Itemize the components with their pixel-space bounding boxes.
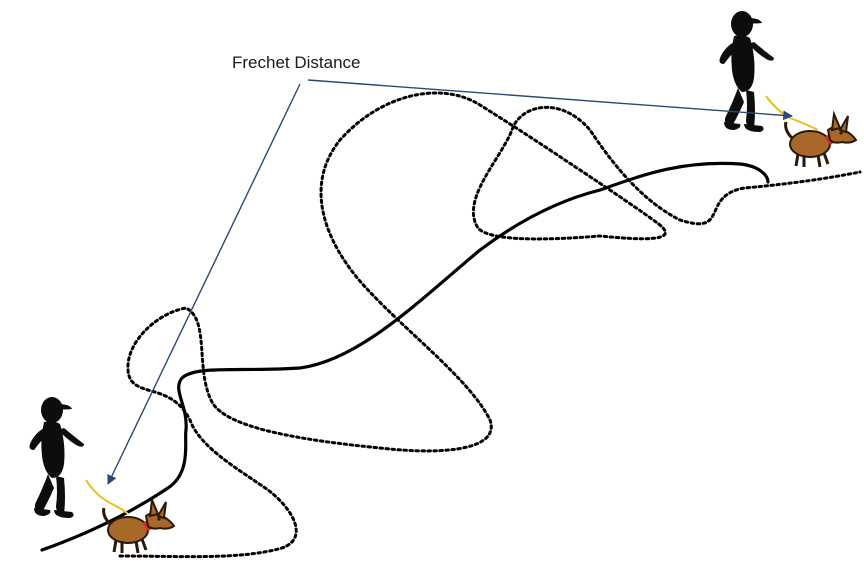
dog-icon: [101, 498, 176, 555]
dog-path-dotted: [118, 91, 862, 559]
walker-path-solid: [40, 161, 770, 552]
frechet-distance-label: Frechet Distance: [232, 53, 361, 72]
person-walking-icon: [29, 397, 84, 518]
walker-start: [29, 397, 84, 518]
arrow-to-start-dog: [107, 83, 301, 485]
arrow-to-end-dog: [307, 79, 793, 121]
leash-end: [765, 95, 819, 131]
leash-start: [85, 479, 129, 515]
dog-icon: [783, 112, 858, 169]
dog-end: [783, 112, 858, 169]
dog-start: [101, 498, 176, 555]
